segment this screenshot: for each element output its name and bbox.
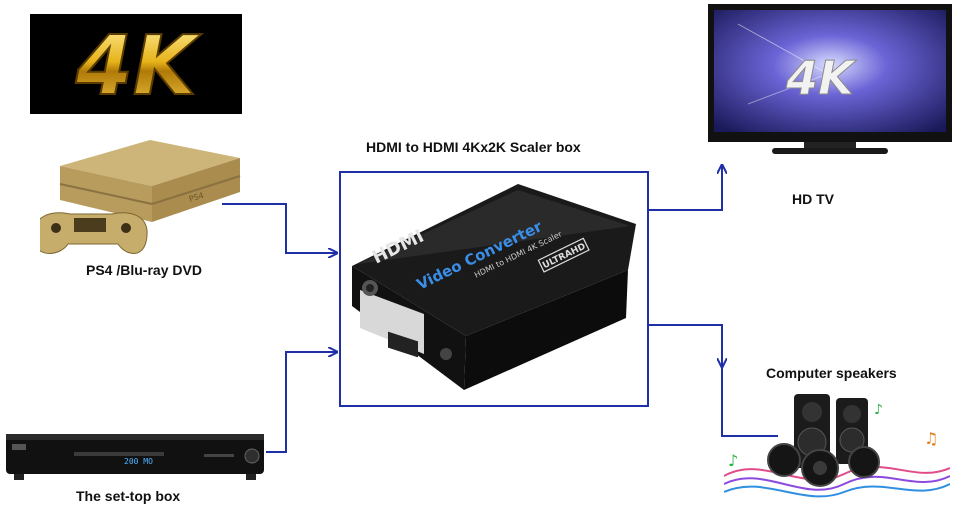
connector-ps4 bbox=[222, 203, 336, 253]
svg-text:♪: ♪ bbox=[874, 402, 883, 418]
ps4-logo-text: PS4 bbox=[188, 191, 205, 204]
converter-device: HDMI Video Converter HDMI to HDMI 4K Sca… bbox=[352, 184, 636, 390]
speakers-label: Computer speakers bbox=[766, 365, 897, 381]
hd-tv-image: 4K bbox=[708, 4, 952, 154]
settop-screen-text: 200 MO bbox=[124, 457, 153, 466]
logo-4k-text: 4K bbox=[75, 19, 202, 114]
tv-screen-text: 4K bbox=[785, 51, 857, 105]
4k-logo: 4K bbox=[30, 14, 242, 115]
controller-image bbox=[40, 212, 148, 254]
speakers-image: ♪ ♫ ♪ bbox=[724, 394, 950, 498]
ps4-label: PS4 /Blu-ray DVD bbox=[86, 262, 202, 278]
scaler-box-title: HDMI to HDMI 4Kx2K Scaler box bbox=[366, 139, 581, 155]
ps4-console-image: PS4 bbox=[40, 140, 241, 254]
connector-speakers-tail bbox=[721, 366, 778, 437]
svg-text:♪: ♪ bbox=[728, 451, 738, 470]
hd-tv-label: HD TV bbox=[792, 191, 834, 207]
svg-text:♫: ♫ bbox=[924, 429, 938, 448]
settop-box-image: 200 MO bbox=[6, 434, 264, 480]
settop-label: The set-top box bbox=[76, 488, 181, 504]
scaler-box-frame bbox=[339, 171, 649, 407]
connector-settop bbox=[266, 352, 336, 453]
connector-speakers bbox=[648, 324, 722, 366]
connector-tv bbox=[648, 166, 722, 211]
